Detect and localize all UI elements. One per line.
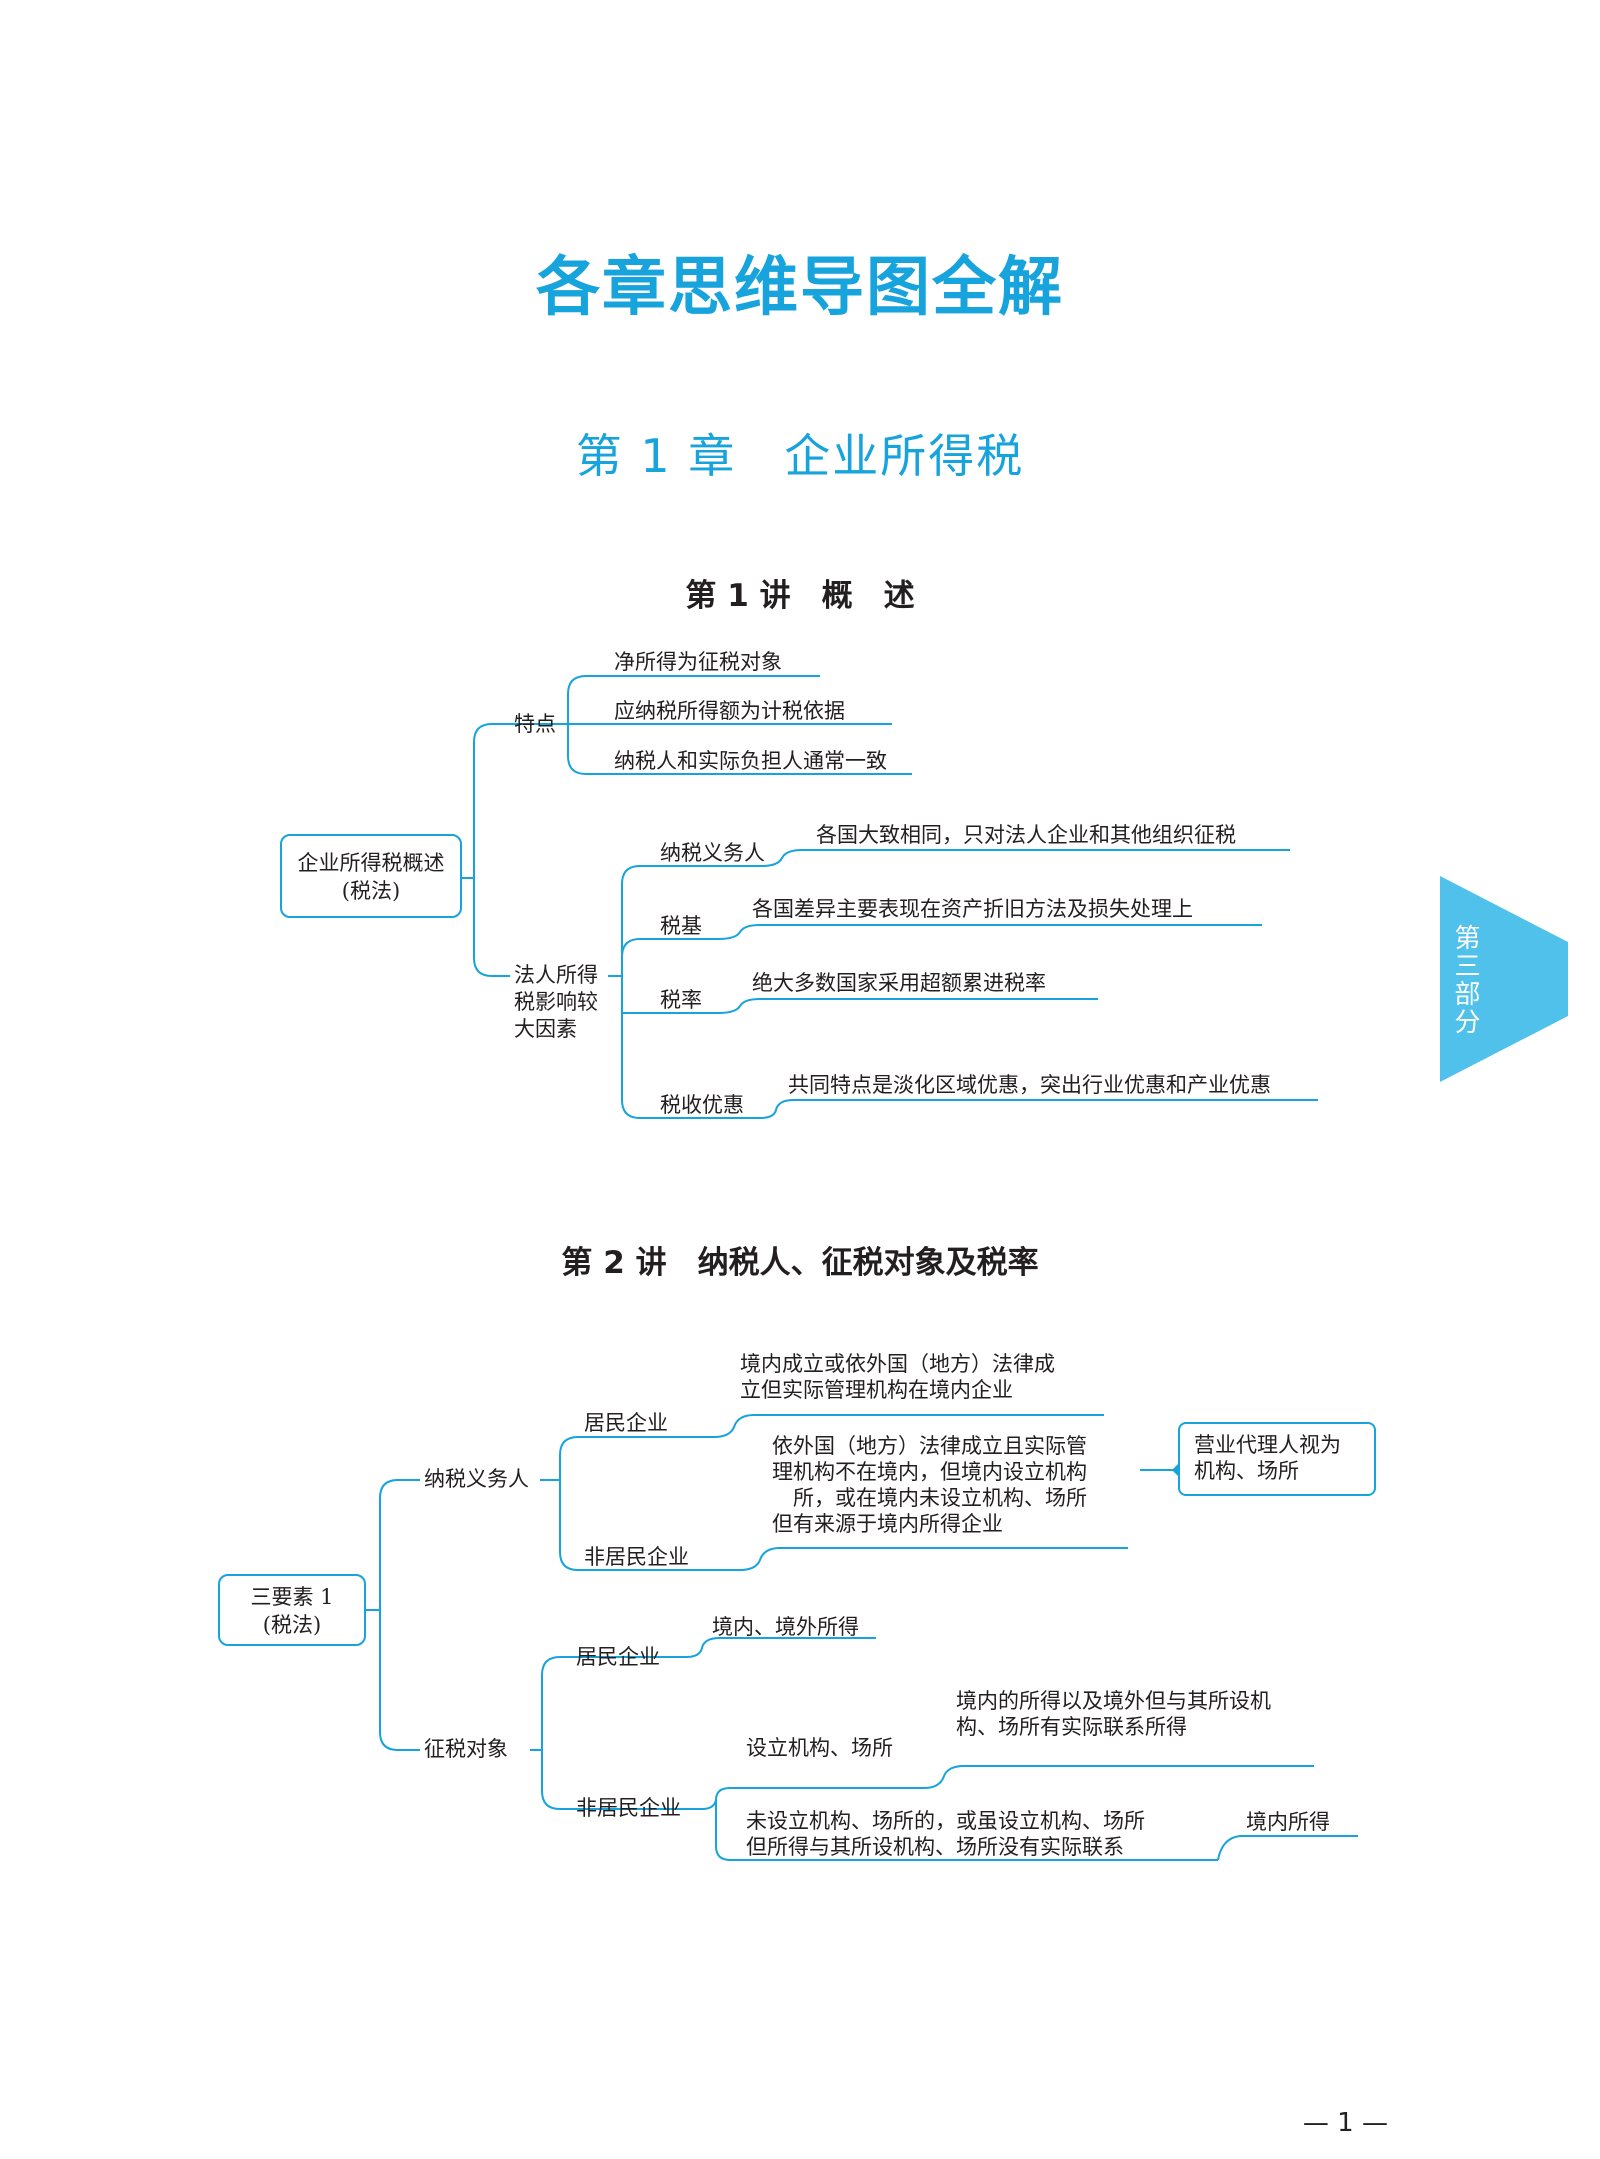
lecture-2-root-node: 三要素 1 (税法)	[218, 1574, 366, 1646]
feature-item: 纳税人和实际负担人通常一致	[614, 749, 887, 773]
resident-enterprise-desc: 境内成立或依外国（地方）法律成 立但实际管理机构在境内企业	[740, 1351, 1055, 1403]
factor-desc: 各国差异主要表现在资产折旧方法及损失处理上	[752, 897, 1193, 921]
root-line-1: 三要素 1	[250, 1585, 334, 1609]
established-desc: 境内的所得以及境外但与其所设机 构、场所有实际联系所得	[956, 1688, 1271, 1740]
factors-node: 法人所得 税影响较 大因素	[514, 962, 598, 1043]
agent-note-box: 营业代理人视为 机构、场所	[1178, 1422, 1376, 1496]
desc-line: 所，或在境内未设立机构、场所	[793, 1486, 1087, 1510]
page-number: — 1 —	[1302, 2108, 1388, 2138]
desc-line: 但有来源于境内所得企业	[772, 1512, 1003, 1536]
factor-desc: 各国大致相同，只对法人企业和其他组织征税	[816, 823, 1236, 847]
object-resident-node: 居民企业	[576, 1645, 660, 1669]
feature-item: 应纳税所得额为计税依据	[614, 699, 845, 723]
chapter-title: 第 1 章 企业所得税	[575, 429, 1025, 483]
factors-line: 大因素	[514, 1017, 577, 1041]
factors-line: 法人所得	[514, 963, 598, 987]
established-node: 设立机构、场所	[746, 1736, 893, 1760]
note-line: 机构、场所	[1194, 1459, 1299, 1483]
resident-enterprise-node: 居民企业	[584, 1411, 668, 1435]
desc-line: 境内成立或依外国（地方）法律成	[740, 1352, 1055, 1376]
tax-object-node: 征税对象	[424, 1737, 508, 1761]
object-nonresident-node: 非居民企业	[576, 1796, 681, 1820]
factor-label: 税率	[660, 988, 702, 1012]
lecture-1-root-node: 企业所得税概述 (税法)	[280, 834, 462, 918]
root-line-2: (税法)	[262, 1613, 322, 1637]
nonresident-enterprise-desc: 依外国（地方）法律成立且实际管 理机构不在境内，但境内设立机构 所，或在境内未设…	[772, 1433, 1087, 1537]
desc-line: 理机构不在境内，但境内设立机构	[772, 1460, 1087, 1484]
object-resident-desc: 境内、境外所得	[712, 1615, 859, 1639]
root-line-2: (税法)	[341, 879, 401, 903]
desc-line: 立但实际管理机构在境内企业	[740, 1378, 1013, 1402]
desc-line: 构、场所有实际联系所得	[956, 1715, 1187, 1739]
factor-label: 税基	[660, 914, 702, 938]
taxpayer-node: 纳税义务人	[424, 1467, 529, 1491]
desc-line: 依外国（地方）法律成立且实际管	[772, 1434, 1087, 1458]
not-established-desc: 未设立机构、场所的，或虽设立机构、场所 但所得与其所设机构、场所没有实际联系	[746, 1808, 1145, 1860]
side-tab-label: 第三部分	[1450, 924, 1480, 1036]
main-title: 各章思维导图全解	[536, 251, 1064, 325]
feature-node: 特点	[514, 712, 556, 736]
note-line: 营业代理人视为	[1194, 1433, 1341, 1457]
factor-desc: 共同特点是淡化区域优惠，突出行业优惠和产业优惠	[788, 1073, 1271, 1097]
factor-label: 税收优惠	[660, 1093, 744, 1117]
factor-label: 纳税义务人	[660, 841, 765, 865]
side-tab-marker	[1440, 876, 1568, 1082]
factor-desc: 绝大多数国家采用超额累进税率	[752, 971, 1046, 995]
domestic-income-result: 境内所得	[1246, 1810, 1330, 1834]
desc-line: 但所得与其所设机构、场所没有实际联系	[746, 1835, 1124, 1859]
desc-line: 未设立机构、场所的，或虽设立机构、场所	[746, 1809, 1145, 1833]
desc-line: 境内的所得以及境外但与其所设机	[956, 1689, 1271, 1713]
nonresident-enterprise-node: 非居民企业	[584, 1545, 689, 1569]
factors-line: 税影响较	[514, 990, 598, 1014]
root-line-1: 企业所得税概述	[297, 851, 445, 875]
feature-item: 净所得为征税对象	[614, 650, 782, 674]
lecture-2-title: 第 2 讲 纳税人、征税对象及税率	[561, 1245, 1039, 1281]
lecture-1-title: 第 1 讲 概 述	[685, 578, 915, 614]
